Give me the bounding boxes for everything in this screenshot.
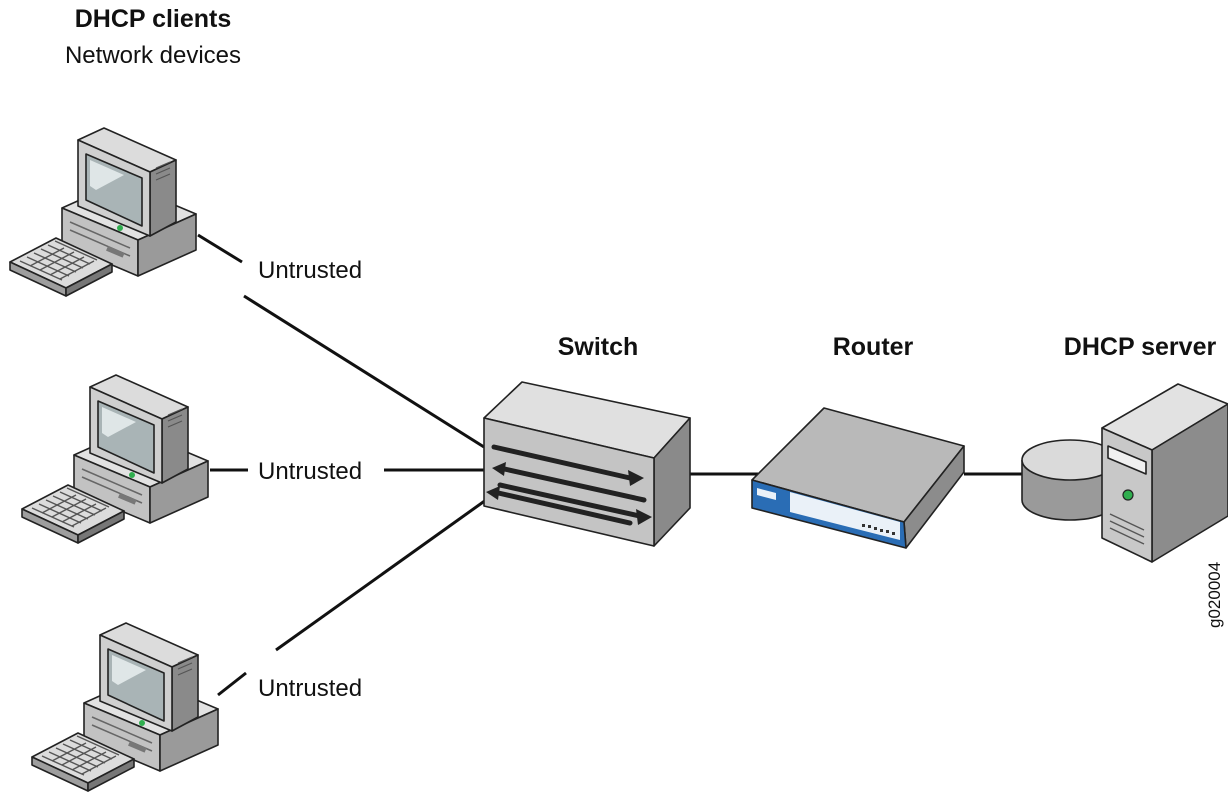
link-client-1-switch <box>243 294 485 449</box>
link-client-3-switch <box>217 671 247 697</box>
server-tower-icon <box>1101 383 1228 563</box>
link-client-3-switch <box>275 498 487 652</box>
untrusted-label-3: Untrusted <box>258 675 362 702</box>
clients-title: DHCP clients <box>75 5 232 33</box>
figure-id: g020004 <box>1205 562 1224 628</box>
untrusted-label-1: Untrusted <box>258 257 362 284</box>
untrusted-label-2: Untrusted <box>258 458 362 485</box>
client-computer-icon <box>21 374 209 544</box>
clients-subtitle: Network devices <box>65 42 241 69</box>
switch-label: Switch <box>558 333 639 361</box>
dhcp-server-label: DHCP server <box>1064 333 1217 361</box>
router-label: Router <box>833 333 914 361</box>
link-client-1-switch <box>197 233 243 264</box>
client-computer-icon <box>31 622 219 792</box>
client-computer-icon <box>9 127 197 297</box>
switch-icon <box>483 381 691 547</box>
router-icon <box>751 407 965 549</box>
